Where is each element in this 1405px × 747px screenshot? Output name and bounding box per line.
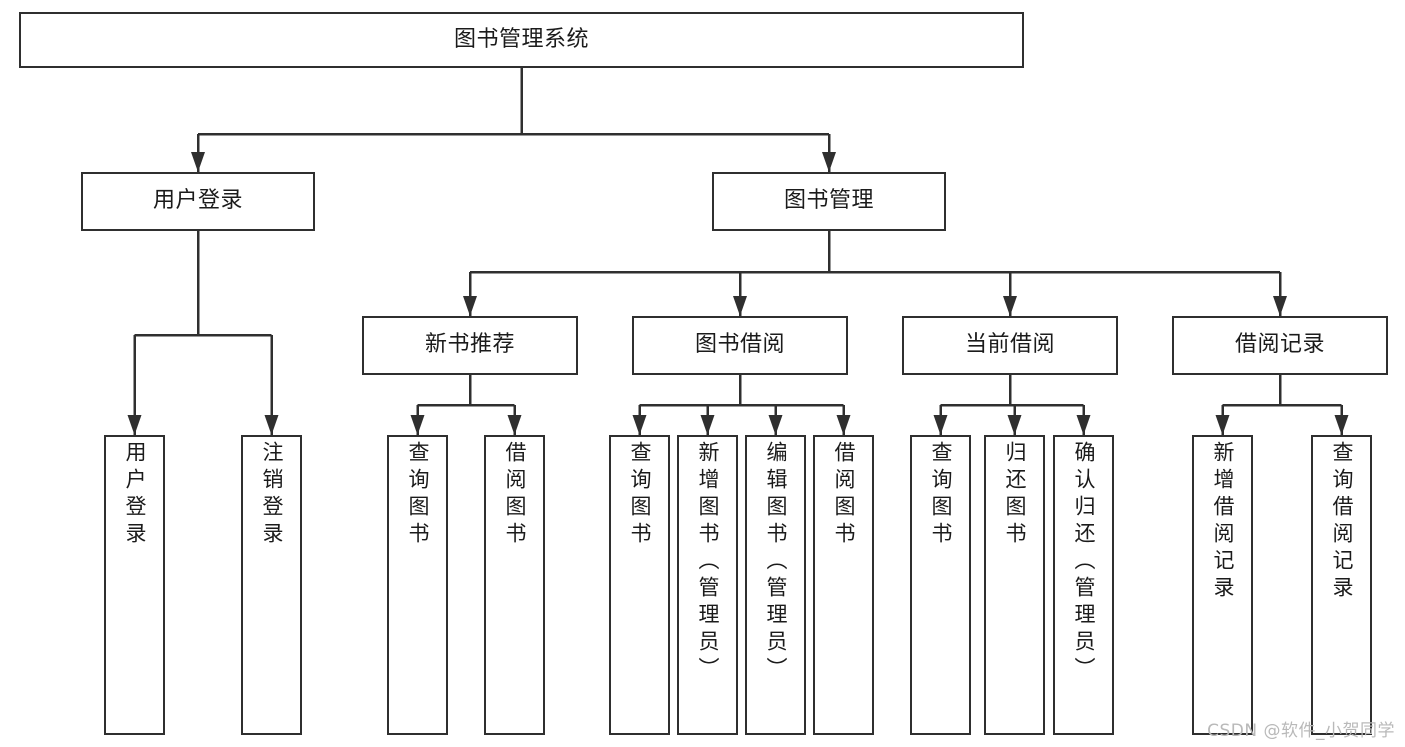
node-label: 当前借阅 xyxy=(964,332,1055,358)
node-leaf-borrow-book-2[interactable]: 借阅图书 xyxy=(813,435,874,735)
arrowhead-leaf_borrow_book_2 xyxy=(836,415,851,435)
arrowhead-leaf_query_record xyxy=(1334,415,1349,435)
arrowhead-current_borrow xyxy=(1003,296,1017,316)
arrowhead-leaf_query_book_3 xyxy=(933,415,948,435)
node-label: 新增借阅记录 xyxy=(1211,441,1235,603)
arrowhead-leaf_add_record xyxy=(1215,415,1230,435)
arrowhead-leaf_edit_book xyxy=(768,415,783,435)
node-leaf-borrow-book-1[interactable]: 借阅图书 xyxy=(484,435,545,735)
node-leaf-add-book[interactable]: 新增图书（管理员） xyxy=(677,435,738,735)
node-leaf-add-record[interactable]: 新增借阅记录 xyxy=(1192,435,1253,735)
node-user-login[interactable]: 用户登录 xyxy=(81,172,315,231)
node-label: 注销登录 xyxy=(260,441,284,549)
arrowhead-leaf_query_book_2 xyxy=(632,415,647,435)
arrowhead-leaf_logout xyxy=(264,415,279,435)
node-label: 用户登录 xyxy=(123,441,147,549)
node-label: 确认归还（管理员） xyxy=(1072,441,1096,684)
node-book-borrow[interactable]: 图书借阅 xyxy=(632,316,848,375)
node-leaf-query-book-1[interactable]: 查询图书 xyxy=(387,435,448,735)
node-leaf-user-login[interactable]: 用户登录 xyxy=(104,435,165,735)
node-leaf-confirm-return[interactable]: 确认归还（管理员） xyxy=(1053,435,1114,735)
node-leaf-query-record[interactable]: 查询借阅记录 xyxy=(1311,435,1372,735)
arrowhead-borrow_record xyxy=(1273,296,1287,316)
node-label: 编辑图书（管理员） xyxy=(764,441,788,684)
node-label: 图书借阅 xyxy=(694,332,785,358)
node-label: 借阅记录 xyxy=(1234,332,1325,358)
node-current-borrow[interactable]: 当前借阅 xyxy=(902,316,1118,375)
arrowhead-leaf_query_book_1 xyxy=(410,415,425,435)
arrowhead-book_manage xyxy=(822,152,836,172)
node-leaf-query-book-3[interactable]: 查询图书 xyxy=(910,435,971,735)
node-label: 图书管理 xyxy=(783,188,874,214)
node-label: 查询图书 xyxy=(929,441,953,549)
node-leaf-logout[interactable]: 注销登录 xyxy=(241,435,302,735)
node-leaf-edit-book[interactable]: 编辑图书（管理员） xyxy=(745,435,806,735)
arrowhead-user_login xyxy=(191,152,205,172)
node-borrow-record[interactable]: 借阅记录 xyxy=(1172,316,1388,375)
node-label: 新书推荐 xyxy=(424,332,515,358)
arrowhead-leaf_borrow_book_1 xyxy=(507,415,522,435)
connector-lines xyxy=(127,68,1349,435)
node-label: 查询图书 xyxy=(628,441,652,549)
arrowhead-new_book_rec xyxy=(463,296,477,316)
node-label: 借阅图书 xyxy=(832,441,856,549)
node-label: 图书管理系统 xyxy=(453,26,589,52)
node-label: 借阅图书 xyxy=(503,441,527,549)
node-label: 归还图书 xyxy=(1003,441,1027,549)
arrowhead-leaf_return_book xyxy=(1007,415,1022,435)
node-label: 查询图书 xyxy=(406,441,430,549)
node-leaf-return-book[interactable]: 归还图书 xyxy=(984,435,1045,735)
node-label: 新增图书（管理员） xyxy=(696,441,720,684)
node-label: 用户登录 xyxy=(152,188,243,214)
node-book-manage[interactable]: 图书管理 xyxy=(712,172,946,231)
node-leaf-query-book-2[interactable]: 查询图书 xyxy=(609,435,670,735)
arrowhead-leaf_user_login xyxy=(127,415,142,435)
arrowhead-leaf_add_book xyxy=(700,415,715,435)
node-label: 查询借阅记录 xyxy=(1330,441,1354,603)
node-new-book-rec[interactable]: 新书推荐 xyxy=(362,316,578,375)
arrowhead-leaf_confirm_return xyxy=(1076,415,1091,435)
arrowhead-book_borrow xyxy=(733,296,747,316)
node-root[interactable]: 图书管理系统 xyxy=(19,12,1024,68)
